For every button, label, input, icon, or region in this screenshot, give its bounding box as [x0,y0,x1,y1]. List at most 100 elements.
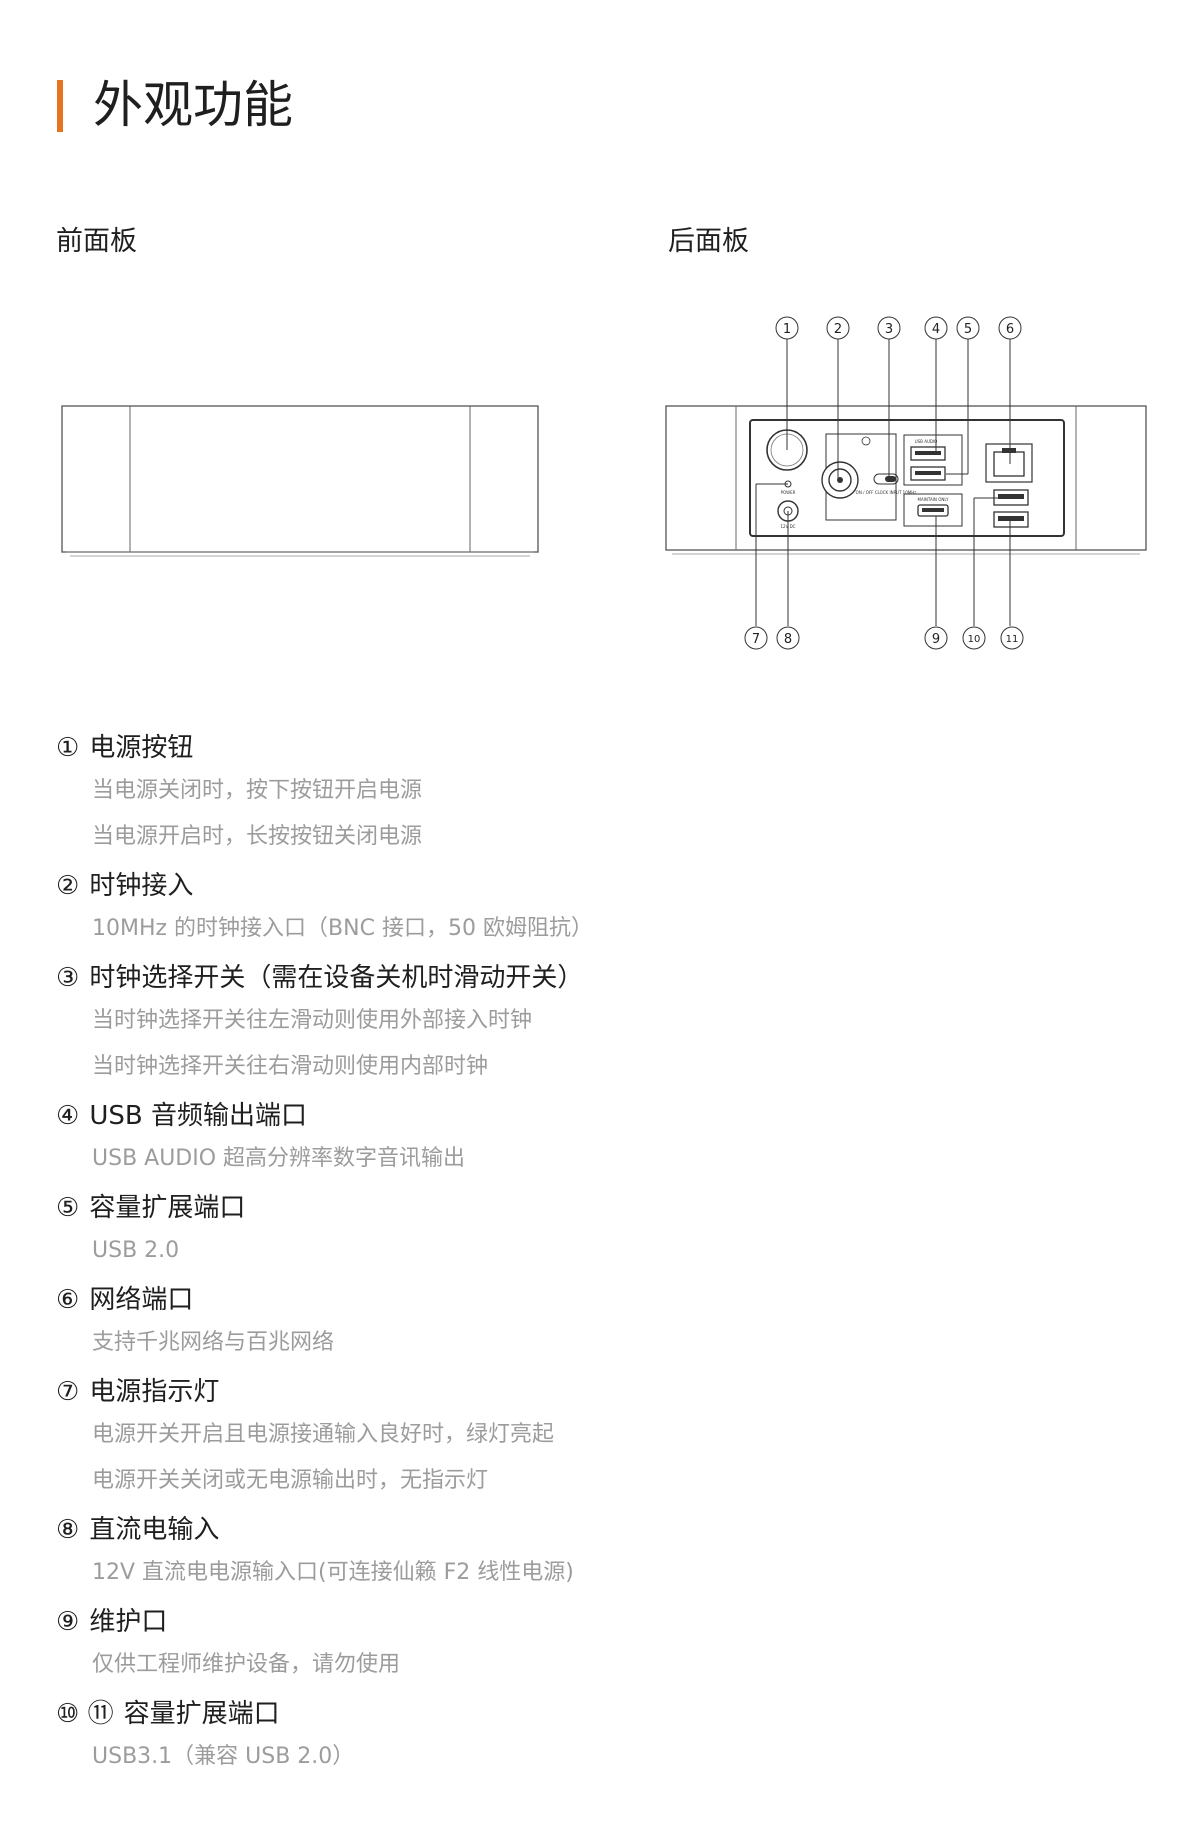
callout-9: 9 [924,626,948,650]
feature-title: ⑤ 容量扩展端口 [56,1188,1156,1228]
feature-desc: USB 2.0 [92,1238,180,1263]
feature-title: ⑩ ⑪ 容量扩展端口 [56,1694,1156,1734]
callout-8-number: 8 [784,632,792,647]
feature-item: ③ 时钟选择开关（需在设备关机时滑动开关） 当时钟选择开关往左滑动则使用外部接入时… [56,958,1156,1090]
front-device-body [61,405,539,553]
usb31-port-2 [993,511,1029,528]
ethernet-port-box [985,443,1033,483]
top-leader-lines [786,339,1011,480]
rear-panel-label: 后面板 [668,226,749,257]
maintenance-port [917,504,949,517]
feature-desc: 电源开关关闭或无电源输出时，无指示灯 [92,1468,489,1493]
feature-title-text: 电源按钮 [89,733,194,763]
clock-switch-label: ON / OFF CLOCK INPUT 10MHz [856,490,917,495]
feature-index: ⑨ [56,1607,80,1637]
callout-4: 4 [924,316,948,340]
feature-index: ⑧ [56,1515,80,1545]
feature-title: ⑥ 网络端口 [56,1280,1156,1320]
usb-audio-label: USB AUDIO [915,439,938,444]
bottom-callouts: 7 8 9 10 11 [744,626,1024,650]
feature-title-text: USB 音频输出端口 [89,1101,307,1131]
rear-panel-illustration: 1 2 3 4 5 6 POWER 12V DC ON / OFF CLOCK … [665,316,1147,650]
feature-item: ⑧ 直流电输入 12V 直流电电源输入口(可连接仙籁 F2 线性电源) [56,1510,1156,1596]
feature-item: ⑨ 维护口 仅供工程师维护设备，请勿使用 [56,1602,1156,1688]
feature-title-text: 容量扩展端口 [89,1193,246,1223]
feature-desc: USB AUDIO 超高分辨率数字音讯输出 [92,1146,466,1171]
callout-4-number: 4 [932,322,940,337]
callout-1: 1 [775,316,799,340]
feature-title-text: 电源指示灯 [89,1377,220,1407]
callout-6-number: 6 [1006,322,1014,337]
feature-index: ⑩ ⑪ [56,1699,114,1729]
feature-item: ① 电源按钮 当电源关闭时，按下按钮开启电源 当电源开启时，长按按钮关闭电源 [56,728,1156,860]
usb-audio-port [910,446,946,461]
feature-index: ② [56,871,80,901]
usb-port-group [903,434,963,486]
feature-desc: 当电源开启时，长按按钮关闭电源 [92,824,423,849]
callout-10: 10 [962,626,986,650]
usb-expansion-port [910,466,946,481]
feature-item: ② 时钟接入 10MHz 的时钟接入口（BNC 接口，50 欧姆阻抗） [56,866,1156,952]
feature-title-text: 维护口 [89,1607,168,1637]
maintenance-port-box [903,493,963,527]
feature-index: ⑦ [56,1377,80,1407]
feature-title: ⑧ 直流电输入 [56,1510,1156,1550]
feature-desc: USB3.1（兼容 USB 2.0） [92,1744,355,1769]
callout-1-number: 1 [783,322,791,337]
feature-title: ⑨ 维护口 [56,1602,1156,1642]
callout-9-number: 9 [932,632,940,647]
feature-index: ③ [56,963,80,993]
feature-title-text: 时钟选择开关（需在设备关机时滑动开关） [89,963,584,993]
maintenance-label: MAINTAIN ONLY [918,497,950,502]
feature-desc: 10MHz 的时钟接入口（BNC 接口，50 欧姆阻抗） [92,916,593,941]
clock-select-switch [873,473,899,485]
callout-3-number: 3 [885,322,893,337]
feature-desc: 电源开关开启且电源接通输入良好时，绿灯亮起 [92,1422,555,1447]
feature-item: ⑩ ⑪ 容量扩展端口 USB3.1（兼容 USB 2.0） [56,1694,1156,1780]
feature-desc: 当时钟选择开关往左滑动则使用外部接入时钟 [92,1008,533,1033]
feature-title: ⑦ 电源指示灯 [56,1372,1156,1412]
feature-desc: 当电源关闭时，按下按钮开启电源 [92,778,423,803]
feature-title: ② 时钟接入 [56,866,1156,906]
feature-title: ③ 时钟选择开关（需在设备关机时滑动开关） [56,958,1156,998]
feature-item: ⑦ 电源指示灯 电源开关开启且电源接通输入良好时，绿灯亮起 电源开关关闭或无电源输… [56,1372,1156,1504]
callout-11: 11 [1000,626,1024,650]
feature-title-text: 时钟接入 [89,871,194,901]
feature-desc: 当时钟选择开关往右滑动则使用内部时钟 [92,1054,489,1079]
callout-3: 3 [877,316,901,340]
feature-desc: 支持千兆网络与百兆网络 [92,1330,335,1355]
callout-5-number: 5 [964,322,972,337]
feature-item: ⑤ 容量扩展端口 USB 2.0 [56,1188,1156,1274]
callout-5: 5 [956,316,980,340]
feature-desc: 仅供工程师维护设备，请勿使用 [92,1652,401,1677]
bottom-leader-lines [755,483,1011,626]
feature-desc: 12V 直流电电源输入口(可连接仙籁 F2 线性电源) [92,1560,574,1585]
feature-title: ④ USB 音频输出端口 [56,1096,1156,1136]
feature-item: ⑥ 网络端口 支持千兆网络与百兆网络 [56,1280,1156,1366]
feature-title-text: 直流电输入 [89,1515,220,1545]
feature-item: ④ USB 音频输出端口 USB AUDIO 超高分辨率数字音讯输出 [56,1096,1156,1182]
front-panel-label: 前面板 [56,226,137,257]
page-title: 外观功能 [93,76,293,134]
feature-index: ④ [56,1101,80,1131]
front-panel-illustration [61,405,539,557]
callout-10-number: 10 [968,634,981,645]
feature-title: ① 电源按钮 [56,728,1156,768]
feature-index: ① [56,733,80,763]
feature-title-text: 容量扩展端口 [123,1699,280,1729]
feature-title-text: 网络端口 [89,1285,194,1315]
callout-11-number: 11 [1006,634,1019,645]
power-label: POWER [781,490,796,495]
callout-2: 2 [826,316,850,340]
callout-6: 6 [998,316,1022,340]
callout-7-number: 7 [752,632,760,647]
title-accent-bar [57,80,63,132]
top-callouts: 1 2 3 4 5 6 [775,316,1022,340]
callout-7: 7 [744,626,768,650]
feature-index: ⑥ [56,1285,80,1315]
clock-symbol [861,436,871,446]
feature-index: ⑤ [56,1193,80,1223]
callout-2-number: 2 [834,322,842,337]
callout-8: 8 [776,626,800,650]
